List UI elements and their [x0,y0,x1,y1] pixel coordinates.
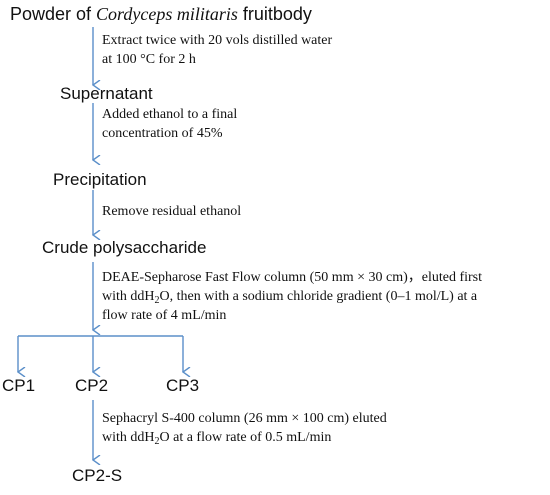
step-ethanol: Added ethanol to a final concentration o… [102,105,237,143]
step-deae-column: DEAE-Sepharose Fast Flow column (50 mm ×… [102,268,482,325]
step-ethanol-line-1: Added ethanol to a final [102,107,238,122]
node-supernatant: Supernatant [60,84,153,103]
step-sephacryl-line-1: Sephacryl S-400 column (26 mm × 100 cm) … [102,411,387,426]
step-sephacryl-line-2-pre: with ddH [102,430,155,445]
step-deae-line-1: DEAE-Sepharose Fast Flow column (50 mm ×… [102,270,483,285]
step-remove-ethanol: Remove residual ethanol [102,202,241,221]
powder-species: Cordyceps militaris [96,4,238,24]
node-cp3: CP3 [166,376,200,395]
step-extract-line-2: at 100 °C for 2 h [102,52,196,67]
step-remove-line-1: Remove residual ethanol [102,204,242,219]
node-cp2-s: CP2-S [72,466,123,485]
node-crude-polysaccharide: Crude polysaccharide [42,238,207,257]
step-deae-line-2-post: O, then with a sodium chloride gradient … [159,289,478,304]
powder-prefix: Powder of [10,4,97,24]
step-deae-line-3: flow rate of 4 mL/min [102,308,227,323]
node-powder: Powder of Cordyceps militaris fruitbody [10,4,312,24]
step-extract-line-1: Extract twice with 20 vols distilled wat… [102,33,333,48]
step-deae-line-2: with ddH2O, then with a sodium chloride … [102,287,482,306]
step-sephacryl-line-2-post: O at a flow rate of 0.5 mL/min [159,430,332,445]
powder-suffix: fruitbody [237,4,312,24]
step-sephacryl-line-2-sub: 2 [154,436,160,447]
node-cp2: CP2 [75,376,109,395]
step-sephacryl-line-2: with ddH2O at a flow rate of 0.5 mL/min [102,428,387,447]
step-deae-line-2-pre: with ddH [102,289,155,304]
step-sephacryl-column: Sephacryl S-400 column (26 mm × 100 cm) … [102,409,387,447]
node-precipitation: Precipitation [53,170,147,189]
node-cp1: CP1 [2,376,36,395]
step-ethanol-line-2: concentration of 45% [102,126,223,141]
step-deae-line-2-sub: 2 [154,295,160,306]
step-extract: Extract twice with 20 vols distilled wat… [102,31,332,69]
